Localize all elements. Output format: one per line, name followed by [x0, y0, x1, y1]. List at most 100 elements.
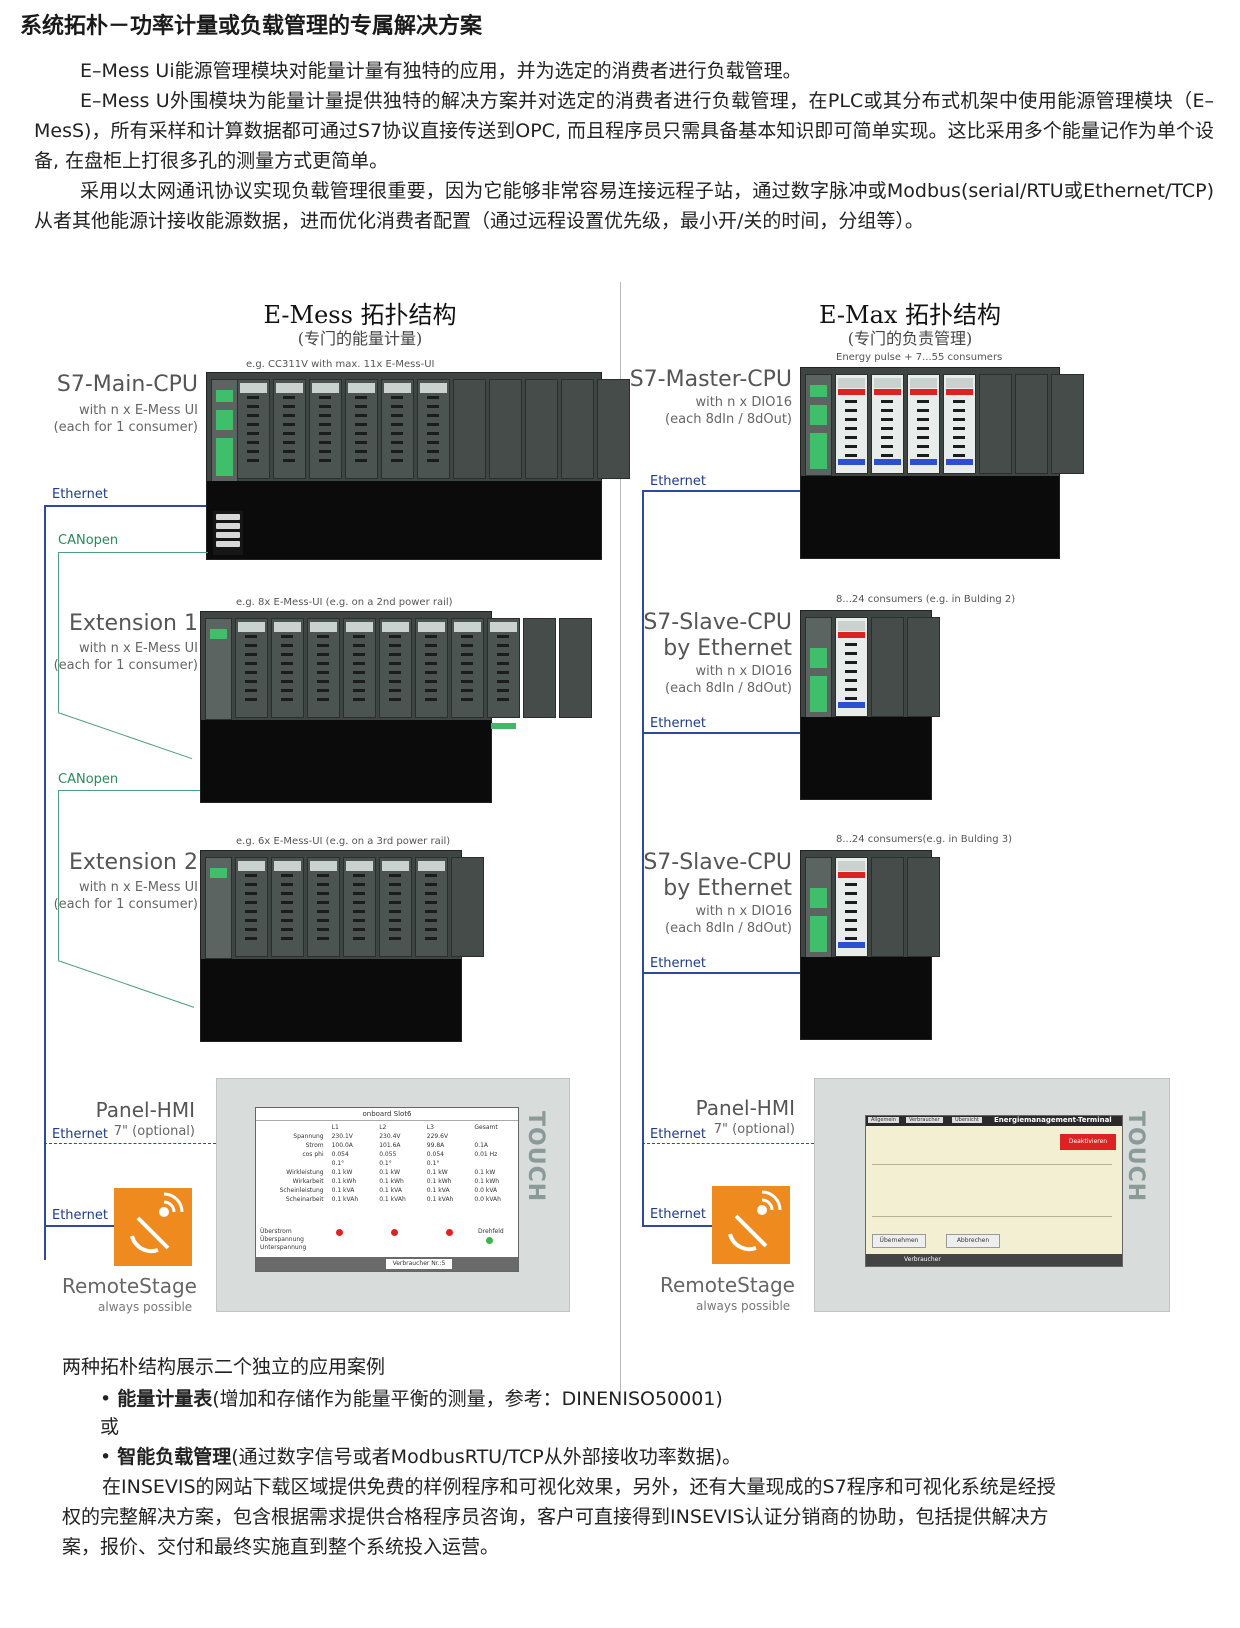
drehfeld-led-icon [486, 1237, 493, 1244]
main-cpu-rack [206, 372, 630, 560]
left-subheading: (专门的能量计量) [297, 329, 423, 348]
io-module [237, 379, 270, 490]
alarm-led-icon [446, 1229, 454, 1236]
alarm-led-icon [336, 1229, 343, 1236]
ext1-title: Extension 1 [69, 611, 198, 636]
io-module [943, 374, 976, 485]
ext1-sub1: with n x E-Mess UI [78, 641, 198, 656]
io-module [343, 618, 376, 729]
screen-divider [872, 1216, 1112, 1217]
io-module [379, 618, 412, 729]
hmi-cell: 0.01 Hz [474, 1151, 498, 1158]
touch-label: TOUCH [523, 1111, 548, 1203]
io-module [417, 379, 450, 490]
canopen-line-1 [58, 552, 208, 553]
spare-slot [523, 618, 556, 718]
hmi-row-label [256, 1159, 328, 1168]
ethernet-label-slave2: Ethernet [650, 956, 706, 971]
tab-verbraucher[interactable]: Verbraucher [906, 1117, 943, 1123]
alarm-led-icon [391, 1229, 399, 1236]
main-caption: e.g. CC311V with max. 11x E-Mess-UI [246, 359, 435, 370]
bottom-or: 或 [100, 1416, 120, 1438]
ext1-sub2: (each for 1 consumer) [53, 658, 198, 673]
hmi-cell: 229.6V [426, 1133, 449, 1140]
bullet-1-rest: (增加和存储作为能量平衡的测量，参考：DINENISO50001) [212, 1388, 723, 1410]
ethernet-label-slave1: Ethernet [650, 716, 706, 731]
hmi-cell: 0.1 kVAh [379, 1196, 406, 1203]
hmi-cell: 0.1 kW [474, 1169, 496, 1176]
hmi-cell: 0.1A [474, 1142, 489, 1149]
left-hmi-sub: 7" (optional) [113, 1124, 195, 1139]
spare-slot [559, 618, 592, 718]
hmi-table-row: 0.1°0.1°0.1° [256, 1159, 518, 1168]
io-module [907, 374, 940, 485]
hmi-cell: 0.1° [379, 1160, 392, 1167]
touch-label-right: TOUCH [1123, 1111, 1148, 1203]
tab-allgemein[interactable]: Allgemein [868, 1117, 899, 1123]
hmi-row-label: Scheinleistung [279, 1187, 324, 1194]
canopen-line-2b [57, 960, 195, 1008]
right-hmi-panel: Allgemein Verbraucher Übersicht Energiem… [814, 1078, 1170, 1312]
io-module [835, 617, 868, 728]
hmi-cell: 99.8A [426, 1142, 445, 1149]
canopen-label-1: CANopen [58, 533, 119, 548]
hmi-cell: 0.1 kW [331, 1169, 353, 1176]
abbrechen-button[interactable]: Abbrechen [946, 1234, 1000, 1248]
hmi-cell: 0.1 kVA [426, 1187, 450, 1194]
io-module [307, 618, 340, 729]
alarm-indicators [336, 1229, 486, 1238]
tab-uebersicht[interactable]: Übersicht [952, 1117, 982, 1123]
hmi-cell: 0.1° [426, 1160, 440, 1167]
hmi-row-label: Scheinarbeit [285, 1196, 324, 1203]
slave1-title2: by Ethernet [663, 636, 792, 661]
uebernehmen-button[interactable]: Übernehmen [872, 1234, 926, 1248]
right-subheading: (专门的负责管理) [847, 329, 973, 348]
hmi-row-label: cos phi [302, 1151, 324, 1158]
hmi-cell [470, 1132, 518, 1141]
io-module [381, 379, 414, 490]
io-module [235, 618, 268, 729]
column-divider [620, 282, 621, 1392]
deaktivieren-button[interactable]: Deaktivieren [1060, 1134, 1116, 1150]
hmi-cell: 0.054 [331, 1151, 349, 1158]
slave2-sub2: (each 8dIn / 8dOut) [665, 921, 792, 936]
right-footer-label: Verbraucher [904, 1256, 941, 1263]
hmi-dashed-link-right [642, 1143, 814, 1144]
io-module [309, 379, 342, 490]
page-title: 系统拓朴－功率计量或负载管理的专属解决方案 [20, 13, 483, 39]
right-hmi-sub: 7" (optional) [713, 1122, 795, 1137]
spare-slot [979, 374, 1012, 474]
rack-terminal-area [801, 717, 931, 799]
ext1-rack [200, 611, 592, 803]
left-remotestage-sub: always possible [98, 1300, 193, 1314]
canopen-line-2-vert [58, 790, 59, 960]
io-module [487, 618, 520, 729]
hmi-footer-selected[interactable]: Verbraucher Nr.:5 [386, 1259, 452, 1269]
intro-text: E–Mess Ui能源管理模块对能量计量有独特的应用，并为选定的消费者进行负载管… [34, 56, 1214, 236]
ethernet-label-rs: Ethernet [52, 1208, 108, 1223]
canopen-label-2: CANopen [58, 772, 119, 787]
hmi-cell: 230.4V [379, 1133, 401, 1140]
main-cpu-sub1: with n x E-Mess UI [78, 403, 198, 418]
rack-terminal-area [207, 481, 601, 559]
hmi-dashed-link [44, 1143, 216, 1144]
bullet-2-bold: 智能负载管理 [117, 1446, 232, 1468]
right-hmi-title: Panel-HMI [695, 1096, 795, 1120]
bottom-paragraph: 在INSEVIS的网站下载区域提供免费的样例程序和可视化效果，另外，还有大量现成… [62, 1476, 1056, 1558]
rack-terminal-area [201, 959, 461, 1041]
cpu-module [805, 617, 832, 719]
spare-slot [453, 379, 486, 479]
master-sub2: (each 8dIn / 8dOut) [665, 412, 792, 427]
right-screen-header: Allgemein Verbraucher Übersicht Energiem… [866, 1116, 1122, 1126]
slave1-sub2: (each 8dIn / 8dOut) [665, 681, 792, 696]
ethernet-label-rs-right: Ethernet [650, 1207, 706, 1222]
hmi-col-l1: L1 [331, 1124, 339, 1131]
ext2-title: Extension 2 [69, 850, 198, 875]
hmi-cell [470, 1159, 518, 1168]
spare-slot [871, 857, 904, 957]
master-sub1: with n x DIO16 [695, 395, 792, 410]
ethernet-label-hmi: Ethernet [52, 1127, 108, 1142]
